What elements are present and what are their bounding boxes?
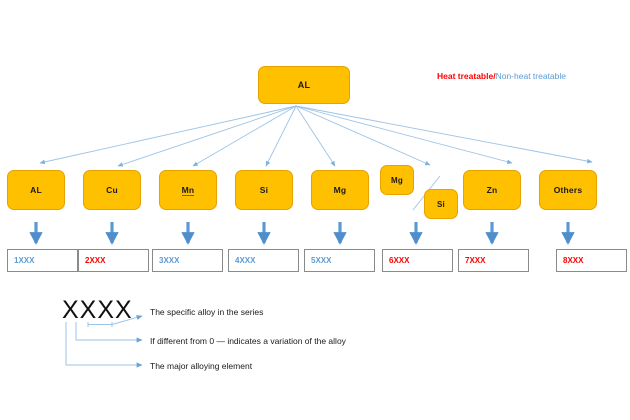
leader-major-element	[65, 322, 143, 368]
series-box-8xxx[interactable]: 8XXX	[556, 249, 627, 272]
root-node-label: AL	[297, 80, 311, 90]
element-to-series-arrows	[29, 222, 575, 245]
legend-separator: /	[493, 71, 496, 81]
element-node-label: AL	[30, 185, 42, 195]
element-node-mn[interactable]: Mn	[159, 170, 217, 210]
root-node-al[interactable]: AL	[258, 66, 350, 104]
series-label: 4XXX	[235, 256, 256, 265]
element-node-label: Mg	[333, 185, 347, 195]
element-node-si-pair[interactable]: Si	[424, 189, 458, 219]
arrow-to-cu	[117, 105, 297, 167]
legend-non-heat-treatable: Non-heat treatable	[495, 71, 567, 81]
legend-heat-treatable: Heat treatable	[437, 71, 494, 81]
series-label: 6XXX	[389, 256, 410, 265]
series-label: 7XXX	[465, 256, 486, 265]
arrow-to-others	[295, 105, 593, 164]
arrow-to-mg	[295, 105, 336, 167]
series-box-2xxx[interactable]: 2XXX	[78, 249, 149, 272]
series-box-1xxx[interactable]: 1XXX	[7, 249, 78, 272]
element-node-others[interactable]: Others	[539, 170, 597, 210]
alloy-code-xxxx: XXXX	[62, 296, 133, 324]
element-node-si[interactable]: Si	[235, 170, 293, 210]
arrow-to-al	[39, 105, 297, 165]
series-label: 5XXX	[311, 256, 332, 265]
element-node-label: Si	[437, 199, 445, 209]
series-label: 3XXX	[159, 256, 180, 265]
series-label: 8XXX	[563, 256, 584, 265]
element-node-label: Others	[553, 185, 583, 195]
element-node-al[interactable]: AL	[7, 170, 65, 210]
legend: Heat treatable/Non-heat treatable	[437, 71, 566, 81]
element-node-mg-pair[interactable]: Mg	[380, 165, 414, 195]
element-node-label: Si	[259, 185, 269, 195]
series-box-3xxx[interactable]: 3XXX	[152, 249, 223, 272]
series-label: 1XXX	[14, 256, 35, 265]
series-box-4xxx[interactable]: 4XXX	[228, 249, 299, 272]
element-node-mg[interactable]: Mg	[311, 170, 369, 210]
element-node-zn[interactable]: Zn	[463, 170, 521, 210]
element-node-label: Cu	[106, 185, 118, 195]
arrow-to-si	[265, 105, 297, 167]
element-node-label: Mn	[181, 184, 195, 196]
arrow-to-mn	[192, 105, 297, 167]
arrow-to-zn	[295, 105, 513, 165]
annotation-variation: If different from 0 — indicates a variat…	[150, 336, 346, 346]
series-label: 2XXX	[85, 256, 106, 265]
series-box-5xxx[interactable]: 5XXX	[304, 249, 375, 272]
element-node-cu[interactable]: Cu	[83, 170, 141, 210]
element-node-label: Mg	[391, 175, 403, 185]
root-fanout-arrows	[39, 105, 593, 167]
arrow-to-mgsi	[295, 105, 431, 166]
annotation-specific-alloy: The specific alloy in the series	[150, 307, 264, 317]
series-box-7xxx[interactable]: 7XXX	[458, 249, 529, 272]
series-box-6xxx[interactable]: 6XXX	[382, 249, 453, 272]
annotation-major-element: The major alloying element	[150, 361, 253, 371]
element-node-label: Zn	[486, 185, 498, 195]
